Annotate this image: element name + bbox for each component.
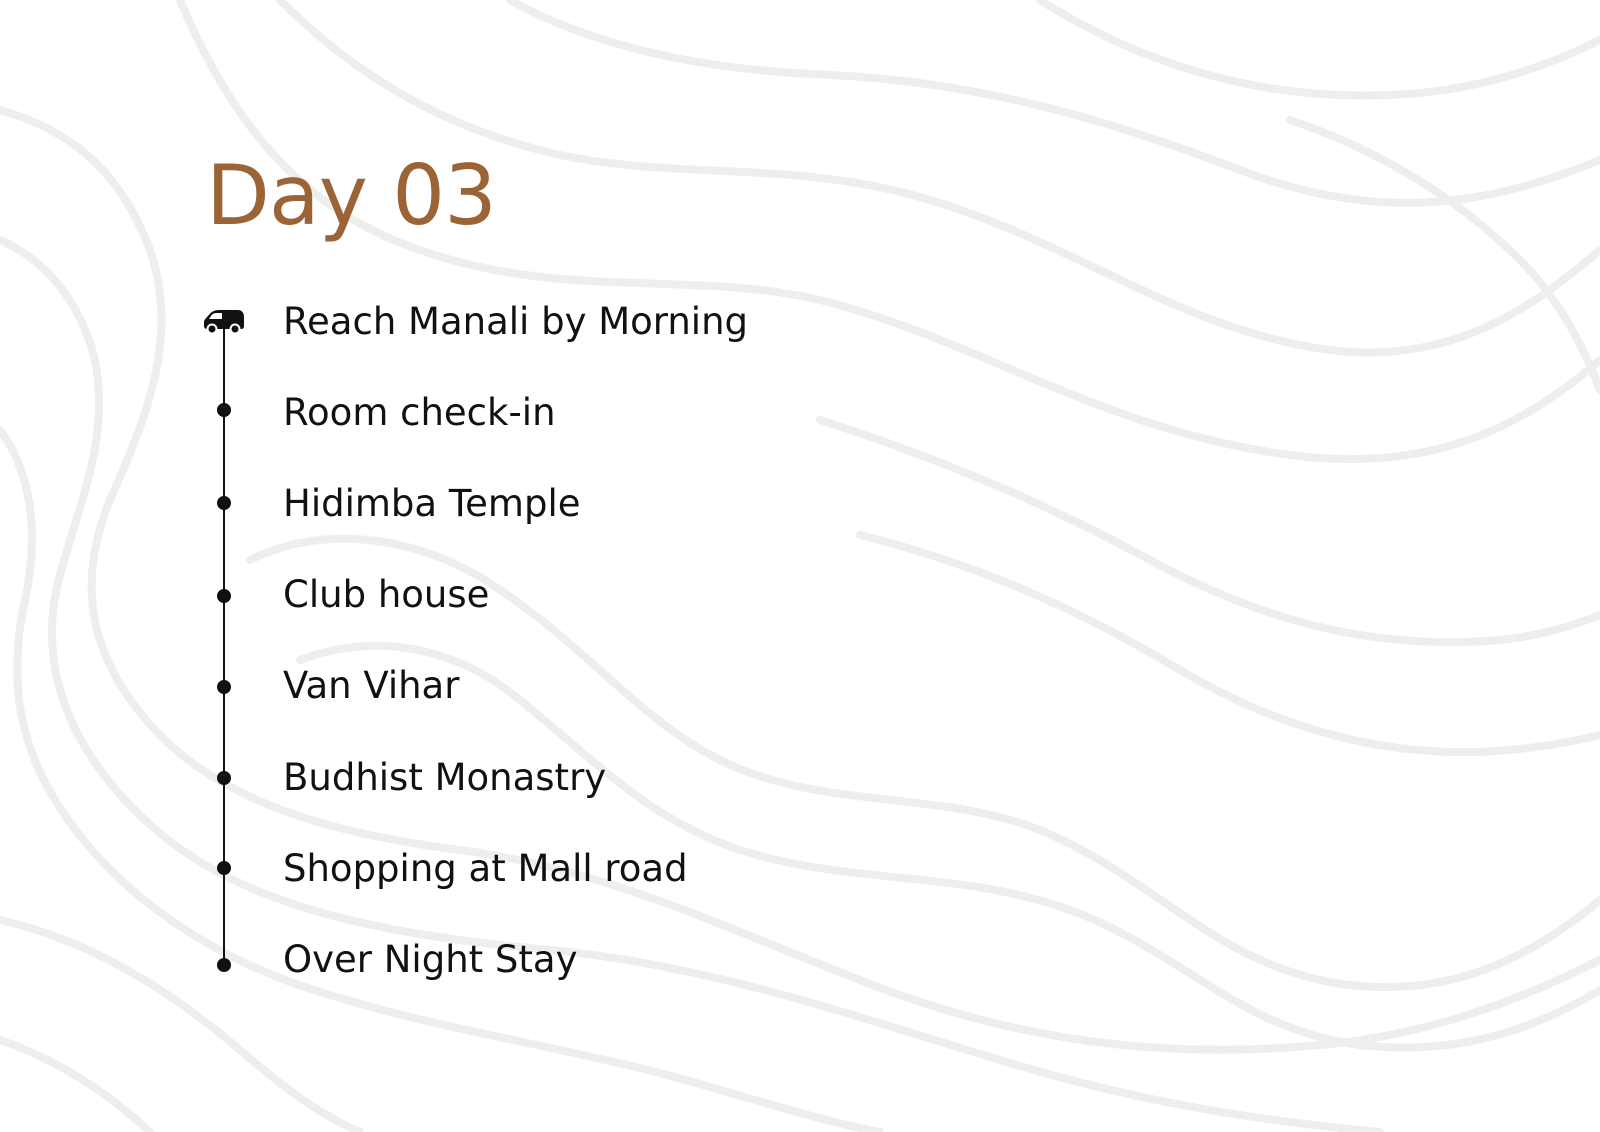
timeline-dot	[217, 403, 231, 417]
timeline-dot	[217, 771, 231, 785]
timeline-dot	[217, 861, 231, 875]
itinerary-item-label: Hidimba Temple	[283, 482, 581, 525]
timeline-dot	[217, 958, 231, 972]
timeline-dot	[217, 680, 231, 694]
timeline-dot	[217, 589, 231, 603]
page-title: Day 03	[206, 147, 497, 244]
itinerary-item-label: Room check-in	[283, 391, 556, 434]
itinerary-item-label: Van Vihar	[283, 664, 460, 707]
timeline-line	[223, 322, 225, 967]
timeline-dot	[217, 496, 231, 510]
itinerary-item-label: Budhist Monastry	[283, 756, 607, 799]
itinerary-item-label: Over Night Stay	[283, 938, 578, 981]
itinerary-item-label: Reach Manali by Morning	[283, 300, 749, 343]
itinerary-item-label: Shopping at Mall road	[283, 847, 688, 890]
itinerary-item-label: Club house	[283, 573, 490, 616]
van-icon	[204, 310, 244, 334]
